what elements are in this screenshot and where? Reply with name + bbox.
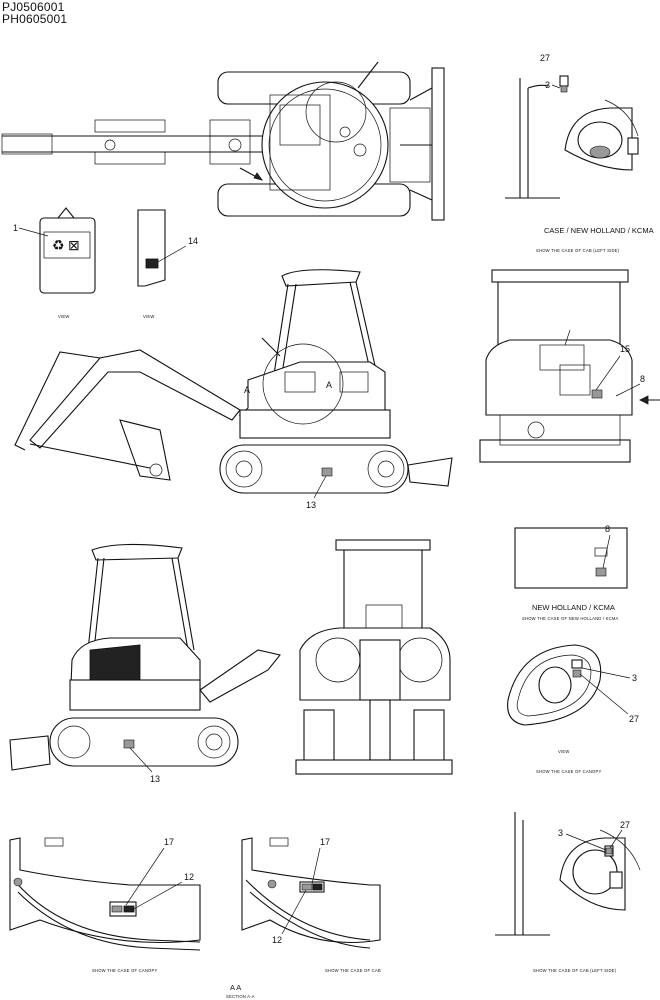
- no-bin-icon: ⊠: [68, 237, 80, 253]
- callout-1: 1: [13, 223, 18, 233]
- caption-nh-kcma-sub: SHOW THE CASE OF NEW HOLLAND / KCMA: [522, 616, 619, 621]
- caption-top-right-sub: SHOW THE CASE OF CAB (LEFT SIDE): [536, 248, 620, 253]
- caption-bottom-right: SHOW THE CASE OF CAB (LEFT SIDE): [533, 968, 617, 973]
- callout-8-view: 8: [605, 524, 610, 534]
- decal-3-top: [560, 85, 568, 93]
- callout-3-bottom: 3: [558, 828, 563, 838]
- callout-27-canopy: 27: [629, 714, 639, 724]
- recycle-icon: ♻: [52, 237, 65, 253]
- callout-12-mid: 12: [272, 935, 282, 945]
- detail-cab-left-2: [495, 812, 641, 936]
- caption-bottom-left: SHOW THE CASE OF CANOPY: [92, 968, 157, 973]
- front-view-machine: [295, 539, 453, 775]
- mark-a-2: A: [326, 380, 332, 390]
- callout-15: 15: [620, 344, 630, 354]
- rear-view-machine: [479, 269, 660, 463]
- mark-a-1: A: [244, 385, 250, 395]
- callout-17-left: 17: [164, 837, 174, 847]
- caption-canopy-view: VIEW: [558, 749, 570, 754]
- caption-top-right: CASE / NEW HOLLAND / KCMA: [544, 226, 654, 235]
- callout-8-rear: 8: [640, 374, 645, 384]
- callout-12-left: 12: [184, 872, 194, 882]
- decal-14-view: [137, 209, 166, 287]
- caption-bottom-mid: SHOW THE CASE OF CAB: [325, 968, 381, 973]
- callout-13-canopy: 13: [150, 774, 160, 784]
- caption-nh-kcma: NEW HOLLAND / KCMA: [532, 603, 615, 612]
- callout-13-side: 13: [306, 500, 316, 510]
- decal-1-view: ♻ ⊠: [39, 207, 96, 294]
- caption-view-2: VIEW: [143, 314, 155, 319]
- caption-canopy-view-sub: SHOW THE CASE OF CANOPY: [536, 769, 601, 774]
- header-code-2: PH0605001: [2, 12, 68, 26]
- decal-27-top: [559, 75, 569, 87]
- detail-cab-floor: [241, 837, 381, 949]
- caption-section-sub: SECTION A-A: [226, 994, 255, 999]
- detail-canopy: [507, 644, 602, 726]
- side-view-canopy-machine: [9, 543, 281, 771]
- callout-14: 14: [188, 236, 198, 246]
- callout-27-top: 27: [540, 53, 550, 63]
- side-view-machine: [14, 269, 453, 494]
- caption-view-1: VIEW: [58, 314, 70, 319]
- callout-27-bottom: 27: [620, 820, 630, 830]
- callout-3-top: 3: [545, 80, 550, 90]
- callout-3-canopy: 3: [632, 673, 637, 683]
- top-view-machine: [1, 61, 445, 221]
- caption-section: A A: [230, 983, 241, 992]
- header-code-1: PJ0506001: [2, 0, 65, 14]
- decal-8-view: [514, 527, 628, 589]
- detail-canopy-floor: [9, 837, 201, 951]
- callout-17-mid: 17: [320, 837, 330, 847]
- detail-cab-left: [505, 75, 639, 199]
